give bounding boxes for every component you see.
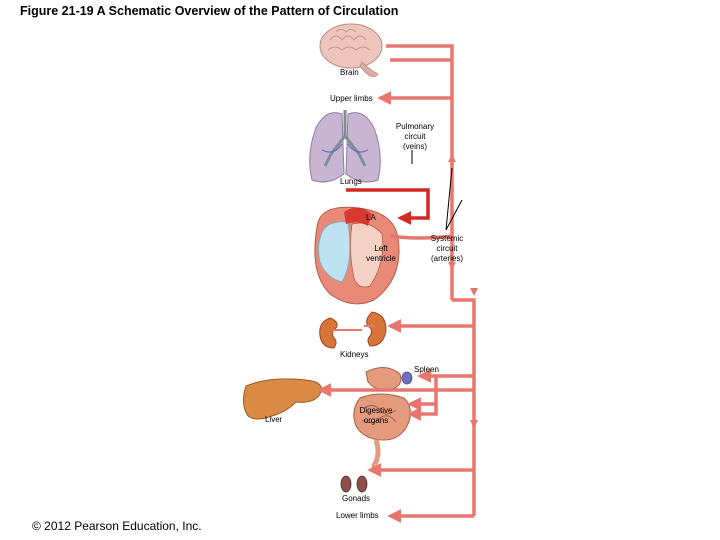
label-liver: Liver	[265, 415, 283, 424]
spleen-illustration	[401, 371, 413, 385]
pointer-systemic-2	[445, 199, 463, 231]
label-pulmonary-line1: Pulmonary	[395, 122, 435, 131]
label-left-ventricle-line1: Left	[374, 244, 388, 253]
label-digestive-organs: Digestive organs	[354, 406, 398, 426]
gonads-illustration	[340, 475, 368, 493]
label-pulmonary-circuit: Pulmonary circuit (veins)	[392, 122, 438, 152]
arrowhead-down-3	[470, 420, 478, 428]
label-gonads: Gonads	[342, 494, 371, 503]
label-systemic-line1: Systemic	[430, 234, 464, 243]
systemic-arteries	[317, 44, 476, 523]
label-digestive-line1: Digestive	[359, 406, 393, 415]
brain-illustration	[319, 23, 383, 78]
copyright-notice: © 2012 Pearson Education, Inc.	[32, 519, 202, 533]
label-lungs: Lungs	[340, 177, 362, 186]
trunk-upper	[386, 44, 454, 300]
kidneys-illustration	[319, 311, 387, 349]
label-systemic-circuit: Systemic circuit (arteries)	[424, 234, 470, 264]
figure-title: Figure 21-19 A Schematic Overview of the…	[20, 4, 399, 18]
heart-illustration	[314, 206, 400, 305]
pointer-systemic-1	[445, 167, 453, 231]
label-la: LA	[366, 213, 376, 222]
label-left-ventricle: Left ventricle	[362, 244, 400, 264]
pulmonary-veins	[346, 188, 430, 225]
label-digestive-line2: organs	[363, 416, 389, 425]
arrowhead-down-1	[448, 262, 456, 270]
label-lower-limbs: Lower limbs	[336, 511, 379, 520]
label-systemic-line2: circuit	[436, 244, 458, 253]
pulmonary-vein-path	[346, 188, 430, 225]
label-pulmonary-line2: circuit	[404, 132, 426, 141]
arrowhead-down-2	[470, 288, 478, 296]
flow-arrowheads	[448, 154, 478, 428]
digestive-organs-illustration	[353, 367, 411, 469]
label-upper-limbs: Upper limbs	[330, 94, 373, 103]
label-kidneys: Kidneys	[340, 350, 369, 359]
branch-digestive-2	[407, 404, 438, 421]
lungs-illustration	[309, 110, 381, 183]
label-left-ventricle-line2: ventricle	[366, 254, 396, 263]
aortic-outflow	[389, 234, 453, 240]
label-systemic-line3: (arteries)	[430, 254, 463, 263]
liver-illustration	[242, 378, 322, 420]
arrowhead-up	[448, 154, 456, 162]
label-pointers	[411, 150, 463, 231]
label-pulmonary-line3: (veins)	[402, 142, 427, 151]
label-spleen: Spleen	[414, 365, 439, 374]
trunk-lower	[452, 298, 476, 516]
label-brain: Brain	[340, 68, 359, 77]
